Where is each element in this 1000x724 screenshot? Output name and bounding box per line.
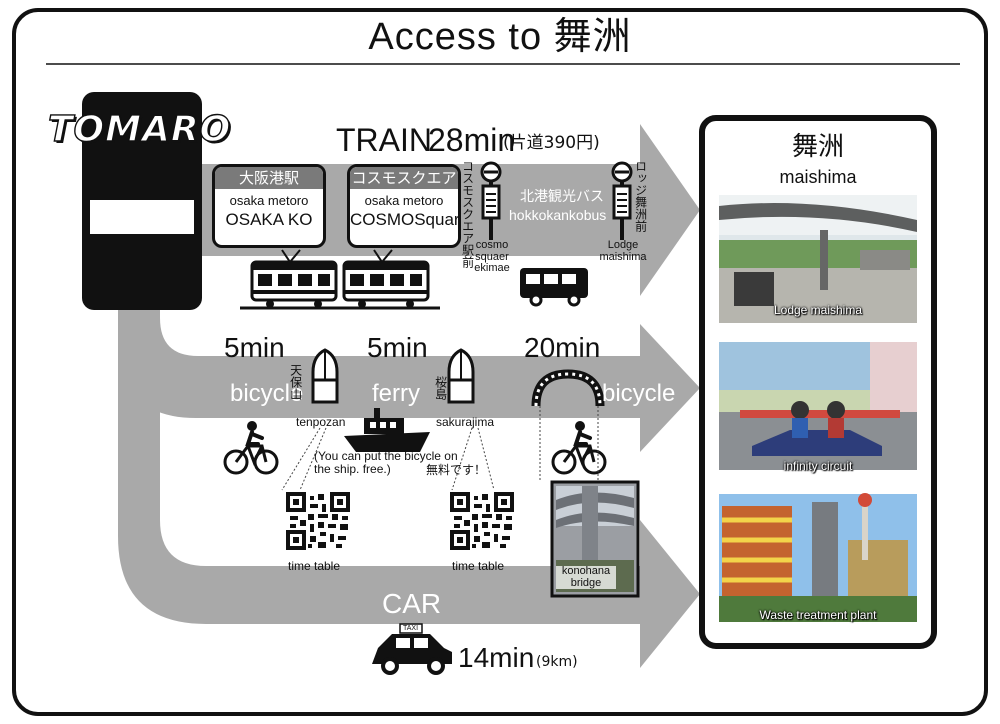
port1-jp: 天保山 [288, 364, 303, 400]
station-header: 大阪港駅 [215, 167, 323, 189]
tomaro-sign [90, 200, 194, 234]
bus-name-jp: 北港観光バス [520, 189, 604, 205]
train-fare: (片道390円) [503, 133, 600, 153]
photo-infinity-circuit [719, 342, 917, 470]
origin-label: TOMARO [47, 109, 232, 150]
bus-stop-icon [480, 161, 502, 240]
qr1-caption: time table [288, 559, 341, 573]
leg3-duration: 20min [524, 332, 601, 363]
qr-code-icon [284, 490, 352, 552]
train-icon [240, 248, 440, 310]
bus-stop-end-jp: ロッジ舞洲前 [633, 160, 648, 232]
bus-name-en: hokkokankobus [509, 207, 607, 223]
station-cosmosquare: コスモスクエア osaka metoro COSMOSquare [347, 164, 461, 248]
port1-en: tenpozan [296, 415, 346, 429]
leg1-duration: 5min [224, 332, 285, 363]
photo-waste-treatment-plant [719, 493, 917, 622]
qr-code-icon [448, 490, 516, 552]
station-name: COSMOSquare [350, 210, 461, 229]
bus-stop-end-en: Lodge maishima [599, 239, 647, 263]
station-name: OSAKA KO [225, 210, 313, 229]
leg1-mode: bicycle [230, 380, 304, 407]
boat-icon [447, 348, 475, 404]
leg2-mode: ferry [372, 380, 420, 407]
station-header: コスモスクエア [350, 167, 458, 189]
bridge-icon [531, 369, 605, 407]
bus-icon [520, 268, 588, 307]
bus-stop-icon [611, 161, 633, 240]
car-duration: 14min [458, 642, 535, 673]
car-label: CAR [382, 588, 442, 619]
leg3-mode: bicycle [602, 380, 676, 407]
destination-name-jp: 舞洲 [791, 132, 844, 162]
station-line: osaka metoro [229, 193, 309, 208]
qr2-caption: time table [452, 559, 505, 573]
taxi-sign: TAXI [403, 625, 419, 632]
leader-lines [281, 406, 599, 491]
ferry-note-jp: 無料です！ [426, 463, 487, 477]
station-osaka-ko: 大阪港駅 osaka metoro OSAKA KO [212, 164, 326, 248]
page-title: Access to 舞洲 [368, 16, 632, 58]
train-duration: 28min [428, 122, 516, 158]
spot-caption-circuit: infinity circuit [783, 459, 853, 473]
port2-jp: 桜島 [433, 376, 448, 400]
spot-caption-plant: Waste treatment plant [759, 608, 877, 622]
leg2-duration: 5min [367, 332, 428, 363]
port2-en: sakurajima [436, 415, 495, 429]
bridge-caption: konohana bridge [556, 565, 616, 590]
taxi-icon [372, 623, 452, 675]
ferry-note: (You can put the bicycle on the ship. fr… [314, 449, 458, 476]
bus-stop-start-en: cosmo squaer ekimae [474, 239, 510, 275]
destination-name-en: maishima [779, 167, 857, 187]
car-distance: (9km) [536, 654, 578, 670]
photo-lodge-maishima [719, 195, 917, 323]
spot-caption-lodge: Lodge maishima [773, 303, 863, 317]
ship-icon [344, 408, 430, 452]
station-line: osaka metoro [364, 193, 444, 208]
boat-icon [311, 348, 339, 404]
bus-stop-start-jp: コスモスクエア駅前 [460, 160, 475, 268]
train-label: TRAIN [336, 122, 432, 158]
bicycle-route-arrow [118, 286, 700, 452]
